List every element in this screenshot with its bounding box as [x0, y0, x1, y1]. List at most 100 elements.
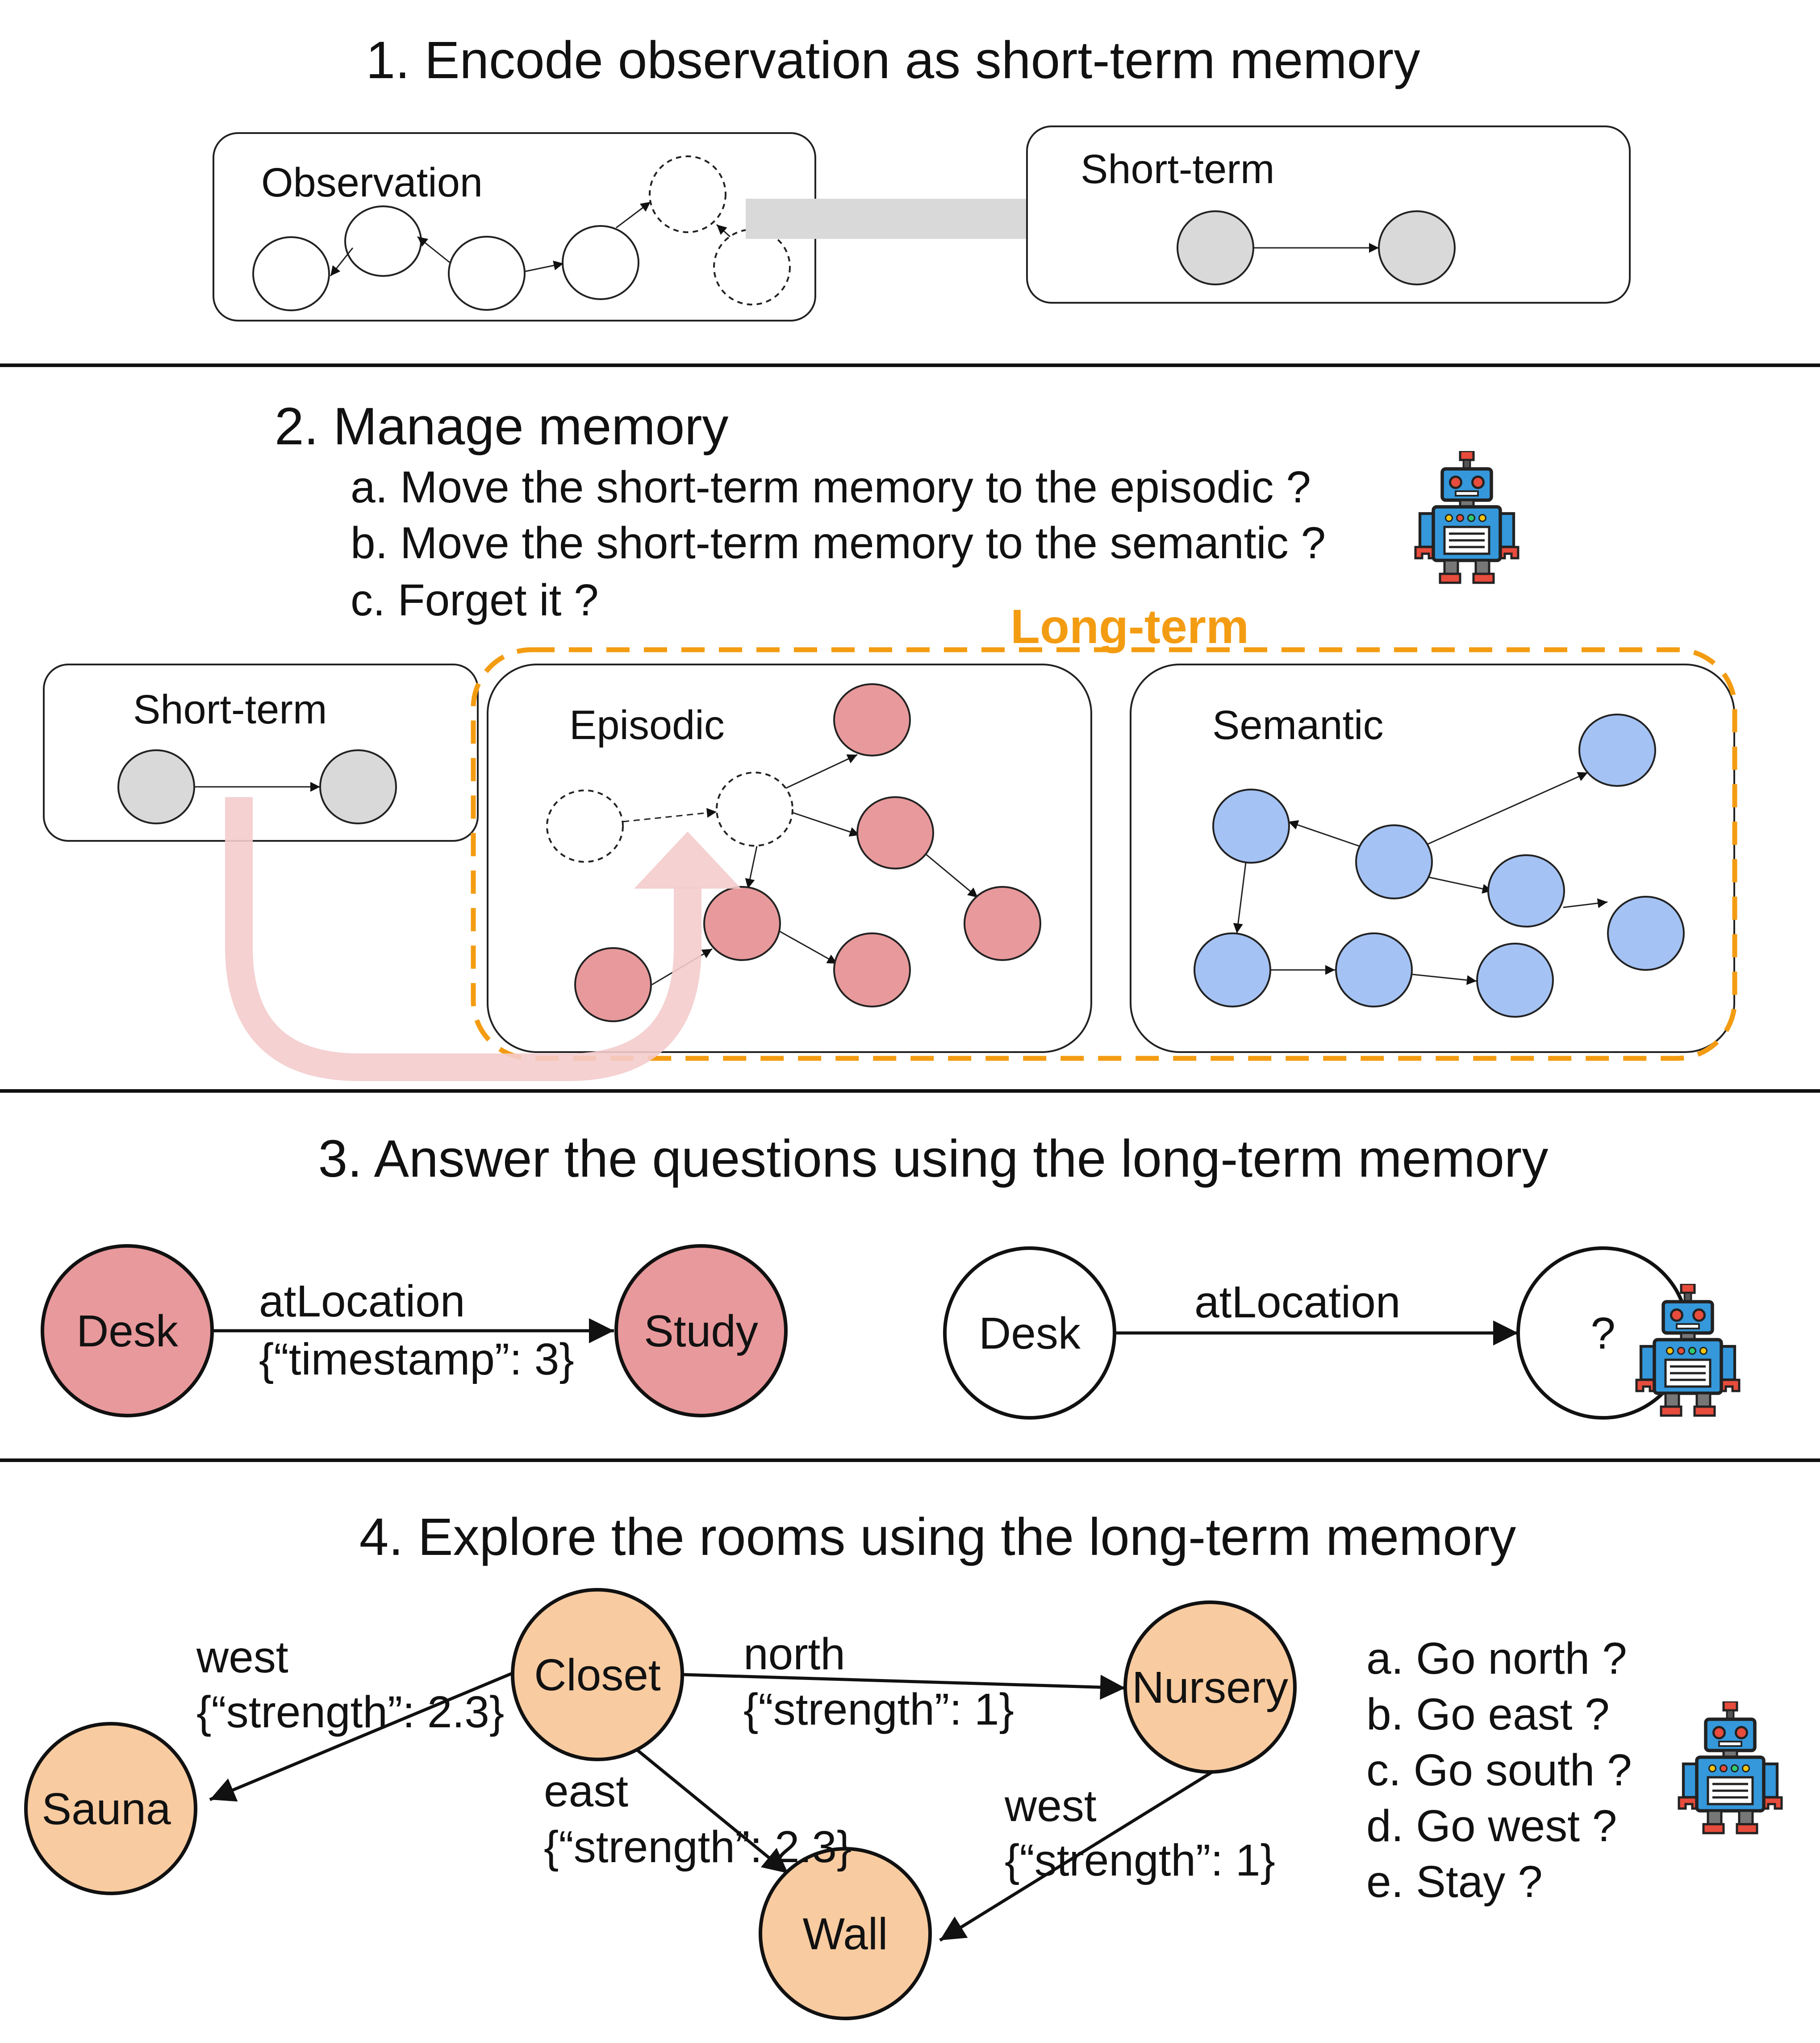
desk-node-query [943, 1246, 1116, 1420]
west-relation-label-2: west [1004, 1781, 1097, 1831]
semantic-node [1607, 896, 1685, 971]
episodic-node [964, 886, 1041, 961]
west-relation-label: west [196, 1632, 288, 1682]
episodic-box [487, 664, 1092, 1053]
sauna-label: Sauna [42, 1784, 171, 1834]
unknown-label: ? [1590, 1308, 1615, 1358]
episodic-node [856, 796, 934, 869]
observation-edge [417, 236, 451, 264]
semantic-node [1487, 854, 1565, 927]
episodic-edge [745, 846, 758, 889]
east-strength-label: {“strength”: 2.3} [544, 1822, 852, 1872]
episodic-edge [790, 811, 860, 837]
move-arrow-head [634, 831, 741, 889]
shortterm-node [1177, 210, 1254, 285]
section-4: 4. Explore the rooms using the long-term… [24, 1508, 1782, 2020]
explore-option-c: c. Go south ? [1366, 1745, 1632, 1795]
edge-nursery-wall [939, 1769, 1215, 1942]
observation-edge [330, 247, 354, 276]
observation-node-dashed [713, 229, 791, 305]
observation-edge [524, 260, 564, 272]
timestamp-qualifier: {“timestamp”: 3} [259, 1334, 574, 1384]
episodic-edge [779, 930, 838, 965]
section-2-title: 2. Manage memory [275, 397, 729, 456]
nursery-label: Nursery [1132, 1663, 1288, 1713]
observation-label: Observation [261, 160, 483, 205]
section-3: 3. Answer the questions using the long-t… [41, 1129, 1739, 1420]
manage-option-a: a. Move the short-term memory to the epi… [351, 462, 1311, 512]
semantic-edge [1233, 862, 1247, 934]
robot-icon [1415, 451, 1518, 583]
desk-label-query: Desk [979, 1308, 1081, 1358]
semantic-label: Semantic [1212, 702, 1384, 748]
longterm-border [471, 647, 1737, 1061]
north-relation-label: north [743, 1629, 845, 1679]
edge-closet-sauna [209, 1672, 512, 1802]
episodic-node [703, 886, 781, 961]
north-strength-label: {“strength”: 1} [743, 1684, 1014, 1734]
episodic-node-dashed [546, 790, 624, 863]
episodic-graph [546, 683, 1041, 1022]
section-3-title: 3. Answer the questions using the long-t… [318, 1129, 1549, 1188]
observation-node [344, 205, 422, 277]
shortterm-label-2: Short-term [133, 687, 327, 732]
closet-node [511, 1588, 684, 1761]
observation-graph [252, 155, 791, 311]
observation-node [252, 236, 330, 311]
semantic-graph [1194, 714, 1685, 1018]
explore-option-a: a. Go north ? [1366, 1634, 1627, 1684]
robot-icon [1679, 1701, 1782, 1833]
desk-label-answered: Desk [76, 1306, 179, 1356]
section-1-title: 1. Encode observation as short-term memo… [366, 31, 1420, 90]
episodic-node [833, 683, 911, 756]
move-to-episodic-arrow [225, 797, 701, 1081]
edge-closet-nursery [683, 1673, 1126, 1700]
semantic-node [1335, 932, 1413, 1007]
manage-option-b: b. Move the short-term memory to the sem… [351, 518, 1326, 568]
episodic-edge [785, 754, 858, 789]
atlocation-label-answered: atLocation [259, 1276, 465, 1326]
wall-label: Wall [803, 1909, 888, 1959]
east-relation-label: east [544, 1766, 628, 1816]
wall-node [759, 1847, 932, 2020]
shortterm-box-1 [1026, 125, 1631, 304]
explore-option-e: e. Stay ? [1366, 1857, 1543, 1907]
semantic-edge [1419, 772, 1588, 848]
semantic-node [1212, 789, 1290, 864]
observation-node-dashed [649, 155, 726, 233]
semantic-node [1476, 943, 1554, 1018]
west-strength-label: {“strength”: 2.3} [196, 1687, 504, 1737]
explore-option-d: d. Go west ? [1366, 1801, 1617, 1851]
closet-label: Closet [534, 1650, 661, 1700]
episodic-node [574, 947, 652, 1022]
episodic-node [833, 932, 911, 1007]
edge-closet-wall [628, 1742, 789, 1875]
sauna-node [24, 1722, 197, 1895]
semantic-edge [1412, 973, 1477, 985]
atlocation-label-query: atLocation [1194, 1277, 1400, 1327]
observation-node [448, 236, 526, 311]
longterm-label: Long-term [1010, 599, 1249, 653]
nursery-node [1123, 1600, 1297, 1774]
semantic-edge [1288, 820, 1360, 847]
section-2: 2. Manage memory a. Move the short-term … [43, 397, 1737, 1081]
observation-node [562, 225, 639, 300]
shortterm-label-1: Short-term [1081, 146, 1275, 192]
study-node [614, 1244, 788, 1417]
semantic-node [1194, 932, 1271, 1007]
semantic-node [1578, 714, 1656, 787]
episodic-edge [924, 852, 978, 898]
shortterm-node [319, 749, 397, 824]
semantic-edge [1563, 898, 1608, 908]
episodic-label: Episodic [569, 702, 725, 748]
study-label: Study [644, 1306, 758, 1356]
observation-edge [716, 224, 731, 238]
explore-option-b: b. Go east ? [1366, 1689, 1610, 1739]
episodic-node-dashed [716, 772, 793, 847]
shortterm-node [1378, 210, 1456, 285]
manage-option-c: c. Forget it ? [351, 575, 599, 625]
semantic-node [1355, 824, 1433, 899]
desk-node-answered [41, 1244, 214, 1417]
section-1: 1. Encode observation as short-term memo… [213, 31, 1631, 322]
